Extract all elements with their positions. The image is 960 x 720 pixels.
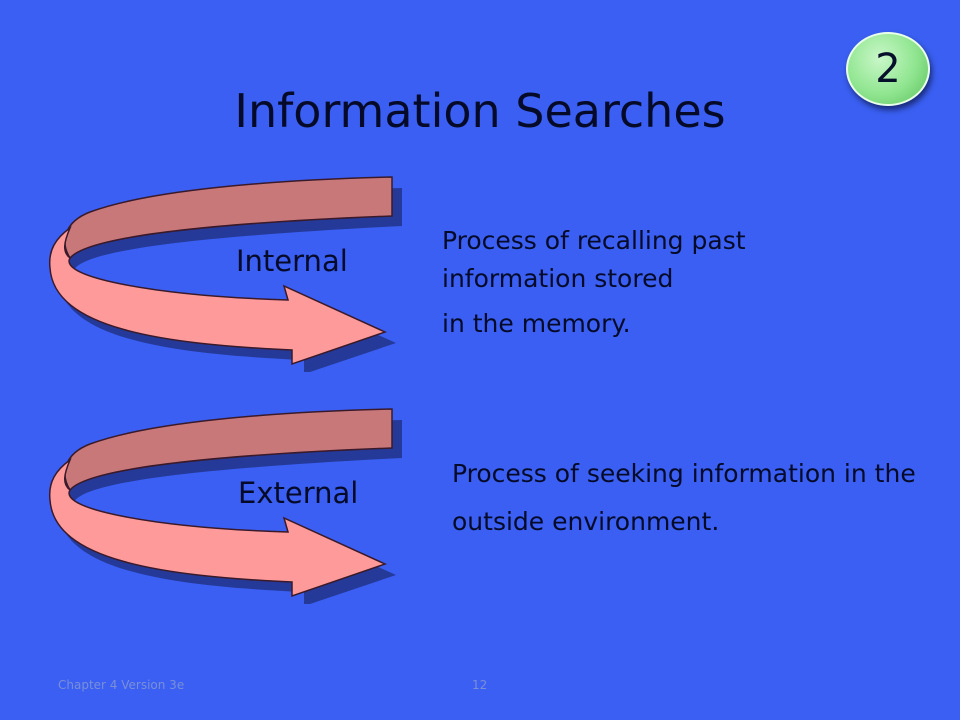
curved-arrow-icon: [48, 408, 402, 604]
footer-page-number: 12: [472, 678, 488, 692]
description-line: outside environment.: [452, 506, 720, 536]
footer-chapter-text: Chapter 4 Version 3e: [58, 678, 185, 692]
slide-title: Information Searches: [234, 84, 726, 138]
description-line: Process of recalling past information st…: [442, 226, 746, 293]
slide-number-badge: 2: [846, 32, 930, 106]
description-line: in the memory.: [442, 309, 631, 338]
search-type-label-external: External: [238, 476, 359, 510]
search-description-internal: Process of recalling past information st…: [442, 222, 842, 343]
curved-arrow-icon: [48, 176, 402, 372]
search-description-external: Process of seeking information in the ou…: [452, 455, 942, 540]
search-type-label-internal: Internal: [236, 244, 348, 278]
description-line: Process of seeking information in the: [452, 459, 916, 488]
